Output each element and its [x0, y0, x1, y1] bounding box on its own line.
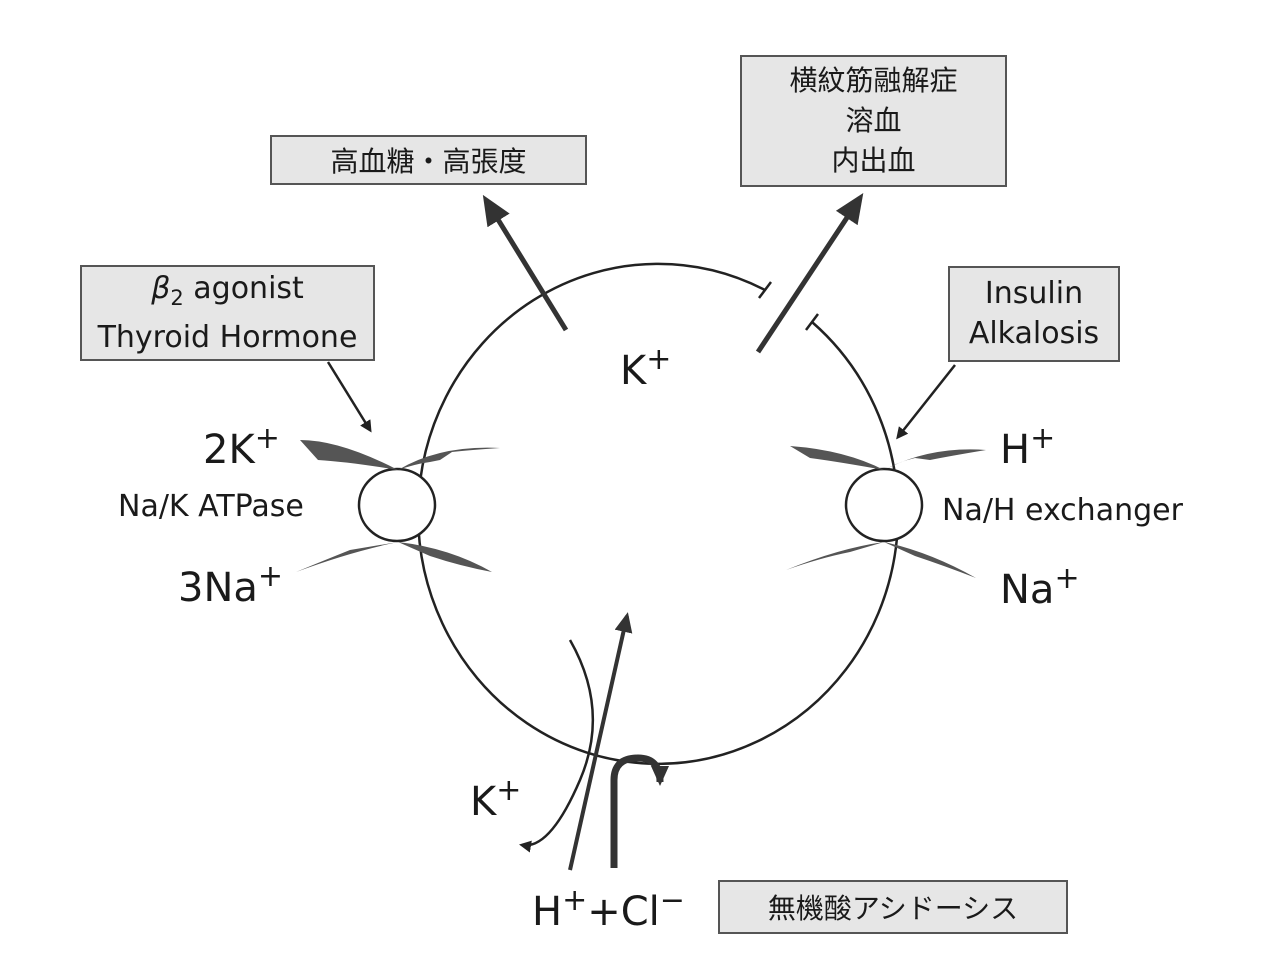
h-efflux-wing-outer	[884, 449, 986, 470]
beta2-agonist-text: β2 agonist	[151, 269, 304, 318]
acidosis-text: 無機酸アシドーシス	[767, 892, 1019, 925]
insulin-box: Insulin Alkalosis	[948, 266, 1120, 362]
beta-symbol: β	[151, 270, 171, 306]
cell-membrane	[416, 262, 900, 765]
rhabdomyolysis-text: 横紋筋融解症	[789, 64, 958, 97]
agonist-text: agonist	[183, 270, 304, 306]
acidosis-box: 無機酸アシドーシス	[718, 880, 1068, 934]
pointer-arrow-insulin	[896, 364, 956, 440]
na-influx-wing-outer	[884, 542, 976, 578]
membrane-break-tick-left	[758, 281, 772, 299]
k-influx-wing-inner	[398, 447, 500, 470]
beta-subscript: 2	[170, 285, 184, 310]
k-influx-wing-outer	[300, 440, 398, 470]
h-influx-arrow	[568, 612, 633, 871]
k-efflux-curve	[519, 639, 595, 853]
release-arrow-cell-injury	[755, 192, 864, 354]
thyroid-hormone-text: Thyroid Hormone	[97, 319, 358, 355]
na-k-atpase-label: Na/K ATPase	[118, 489, 304, 524]
hyperglycemia-box: 高血糖・高張度	[270, 135, 587, 185]
k-inside-label: K+	[620, 342, 672, 394]
hemolysis-text: 溶血	[845, 104, 902, 137]
na-plus-label: Na+	[1000, 561, 1080, 613]
h-plus-label: H+	[1000, 421, 1056, 473]
membrane-break-tick-right	[805, 313, 819, 331]
hemorrhage-text: 内出血	[831, 144, 916, 177]
three-na-label: 3Na+	[178, 559, 284, 611]
insulin-text: Insulin	[984, 276, 1084, 311]
na-influx-wing-inner	[786, 542, 884, 570]
k-bottom-label: K+	[470, 773, 522, 825]
na-h-exchanger-label: Na/H exchanger	[942, 493, 1183, 528]
h-efflux-wing-inner	[790, 446, 884, 470]
pointer-arrow-beta2	[326, 361, 372, 433]
alkalosis-text: Alkalosis	[968, 316, 1100, 351]
efflux-arrow-hyperglycemia	[482, 194, 569, 332]
na-efflux-wing-inner	[398, 542, 492, 572]
cell-injury-box: 横紋筋融解症 溶血 内出血	[740, 55, 1007, 187]
beta2-box: β2 agonist Thyroid Hormone	[80, 265, 375, 361]
na-k-atpase-pump	[357, 467, 437, 543]
hyperglycemia-text: 高血糖・高張度	[330, 145, 527, 178]
na-efflux-wing-outer	[296, 542, 398, 572]
recycling-arrow	[610, 754, 669, 868]
h-cl-label: H++Cl−	[532, 883, 685, 935]
two-k-label: 2K+	[203, 421, 280, 473]
na-h-exchanger	[844, 467, 924, 543]
